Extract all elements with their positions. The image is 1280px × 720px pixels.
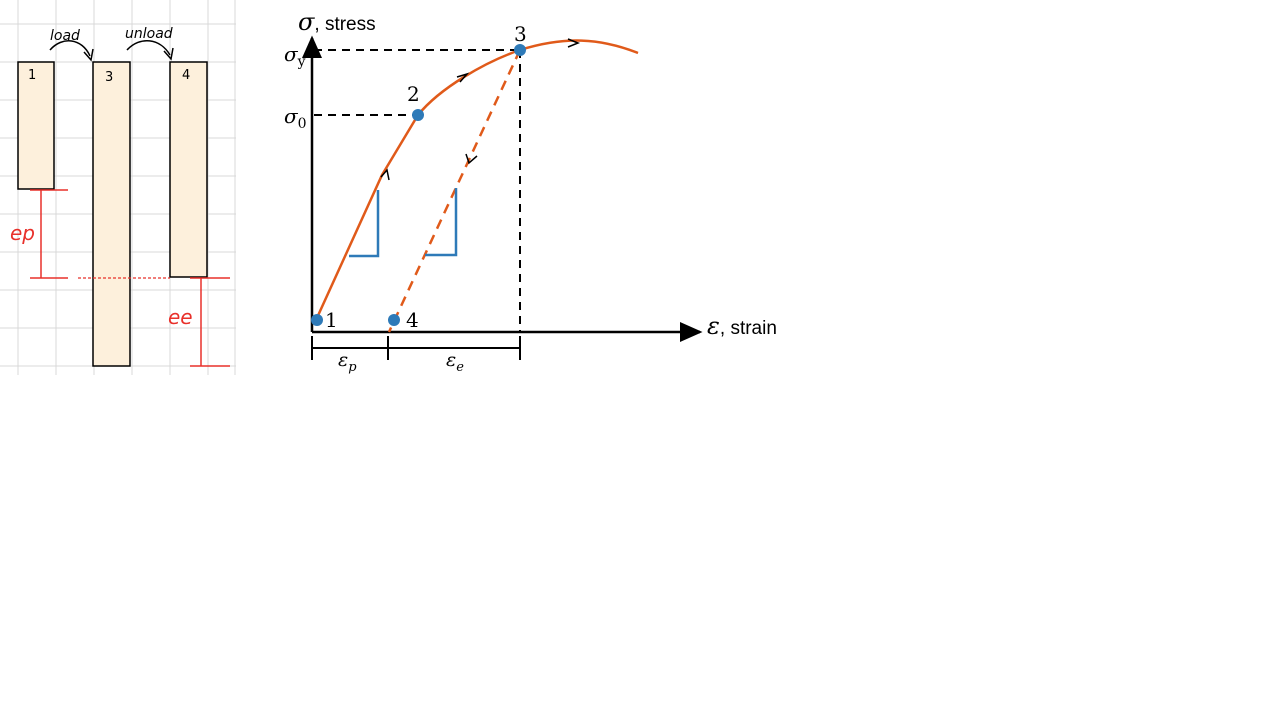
point-2-label: 2 xyxy=(407,82,420,106)
bar-3-label: 3 xyxy=(105,70,113,85)
strain-dimension xyxy=(311,336,521,360)
point-3-label: 3 xyxy=(514,22,527,46)
eps-p-label: εp xyxy=(338,349,357,375)
y-axis-text: , stress xyxy=(314,14,375,35)
unload-arrowhead-icon xyxy=(163,47,174,61)
y-axis-title: σ, stress xyxy=(298,8,376,36)
sigma-y-base: σ xyxy=(284,42,299,66)
loading-curve xyxy=(314,39,639,321)
direction-arrow-3-icon xyxy=(567,38,581,48)
load-arrowhead-icon xyxy=(83,48,94,62)
point-4 xyxy=(388,314,400,326)
bar-1 xyxy=(17,61,55,190)
bar-4-label: 4 xyxy=(182,68,190,83)
x-axis-text: , strain xyxy=(720,318,777,339)
sigma-0-sub: 0 xyxy=(298,116,307,132)
left-sketch: 1 3 4 load unload ep ee xyxy=(0,0,236,375)
bar-4 xyxy=(169,61,208,278)
x-axis-symbol: ε xyxy=(707,312,720,340)
unload-label: unload xyxy=(125,26,173,42)
bar-1-label: 1 xyxy=(28,68,36,83)
x-axis-title: ε, strain xyxy=(707,312,777,340)
eps-e-base: ε xyxy=(446,349,456,371)
unloading-line xyxy=(387,49,522,333)
sigma-0-label: σ0 xyxy=(284,104,307,132)
direction-arrow-1-icon xyxy=(380,168,390,181)
slope-triangle-loading xyxy=(349,190,380,258)
guide-lines xyxy=(314,49,521,332)
eps-p-sub: p xyxy=(348,360,357,375)
ep-dimension xyxy=(30,189,68,279)
direction-arrow-down-icon xyxy=(465,153,478,165)
unload-arrow xyxy=(126,40,171,56)
sigma-y-sub: y xyxy=(297,54,306,70)
ep-label: ep xyxy=(10,221,35,245)
y-axis-symbol: σ xyxy=(298,8,315,36)
point-3 xyxy=(514,44,526,56)
eps-e-label: εe xyxy=(446,349,464,375)
sigma-0-base: σ xyxy=(284,104,299,128)
point-4-label: 4 xyxy=(406,308,419,332)
sigma-y-label: σy xyxy=(284,42,306,70)
bar-3 xyxy=(92,61,131,367)
ee-dimension xyxy=(190,277,230,367)
load-label: load xyxy=(50,28,80,44)
eps-e-sub: e xyxy=(456,360,464,375)
point-1-label: 1 xyxy=(325,308,338,332)
direction-arrow-2-icon xyxy=(456,72,470,83)
load-arrow xyxy=(49,40,91,57)
slope-triangle-unloading xyxy=(425,188,458,257)
stress-strain-diagram: σ, stress ε, strain σy σ0 xyxy=(284,8,777,375)
point-1 xyxy=(311,314,323,326)
ee-label: ee xyxy=(168,305,193,329)
point-2 xyxy=(412,109,424,121)
eps-p-base: ε xyxy=(338,349,348,371)
